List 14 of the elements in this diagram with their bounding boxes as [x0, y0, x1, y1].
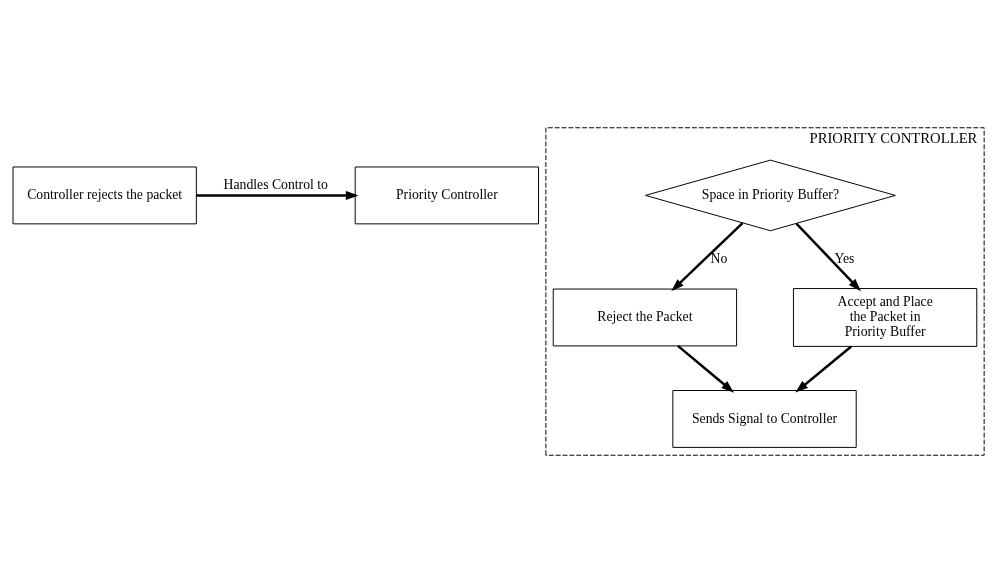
node-box: Accept and Place the Packet in Priority Buffer	[792, 288, 978, 347]
arrow	[677, 344, 735, 393]
edge-label: Handles Control to	[223, 176, 328, 192]
node-box: Reject the Packet	[552, 288, 738, 347]
edge-label: Yes	[834, 251, 855, 267]
node-box: Sends Signal to Controller	[672, 390, 857, 448]
arrow	[795, 222, 861, 292]
edge-label: No	[710, 251, 728, 267]
node-diamond: Space in Priority Buffer?	[644, 159, 896, 232]
arrow	[795, 345, 852, 393]
arrow	[196, 190, 359, 200]
node-box: Priority Controller	[354, 166, 539, 225]
node-box: Controller rejects the packet	[12, 166, 197, 225]
arrow	[671, 222, 744, 292]
